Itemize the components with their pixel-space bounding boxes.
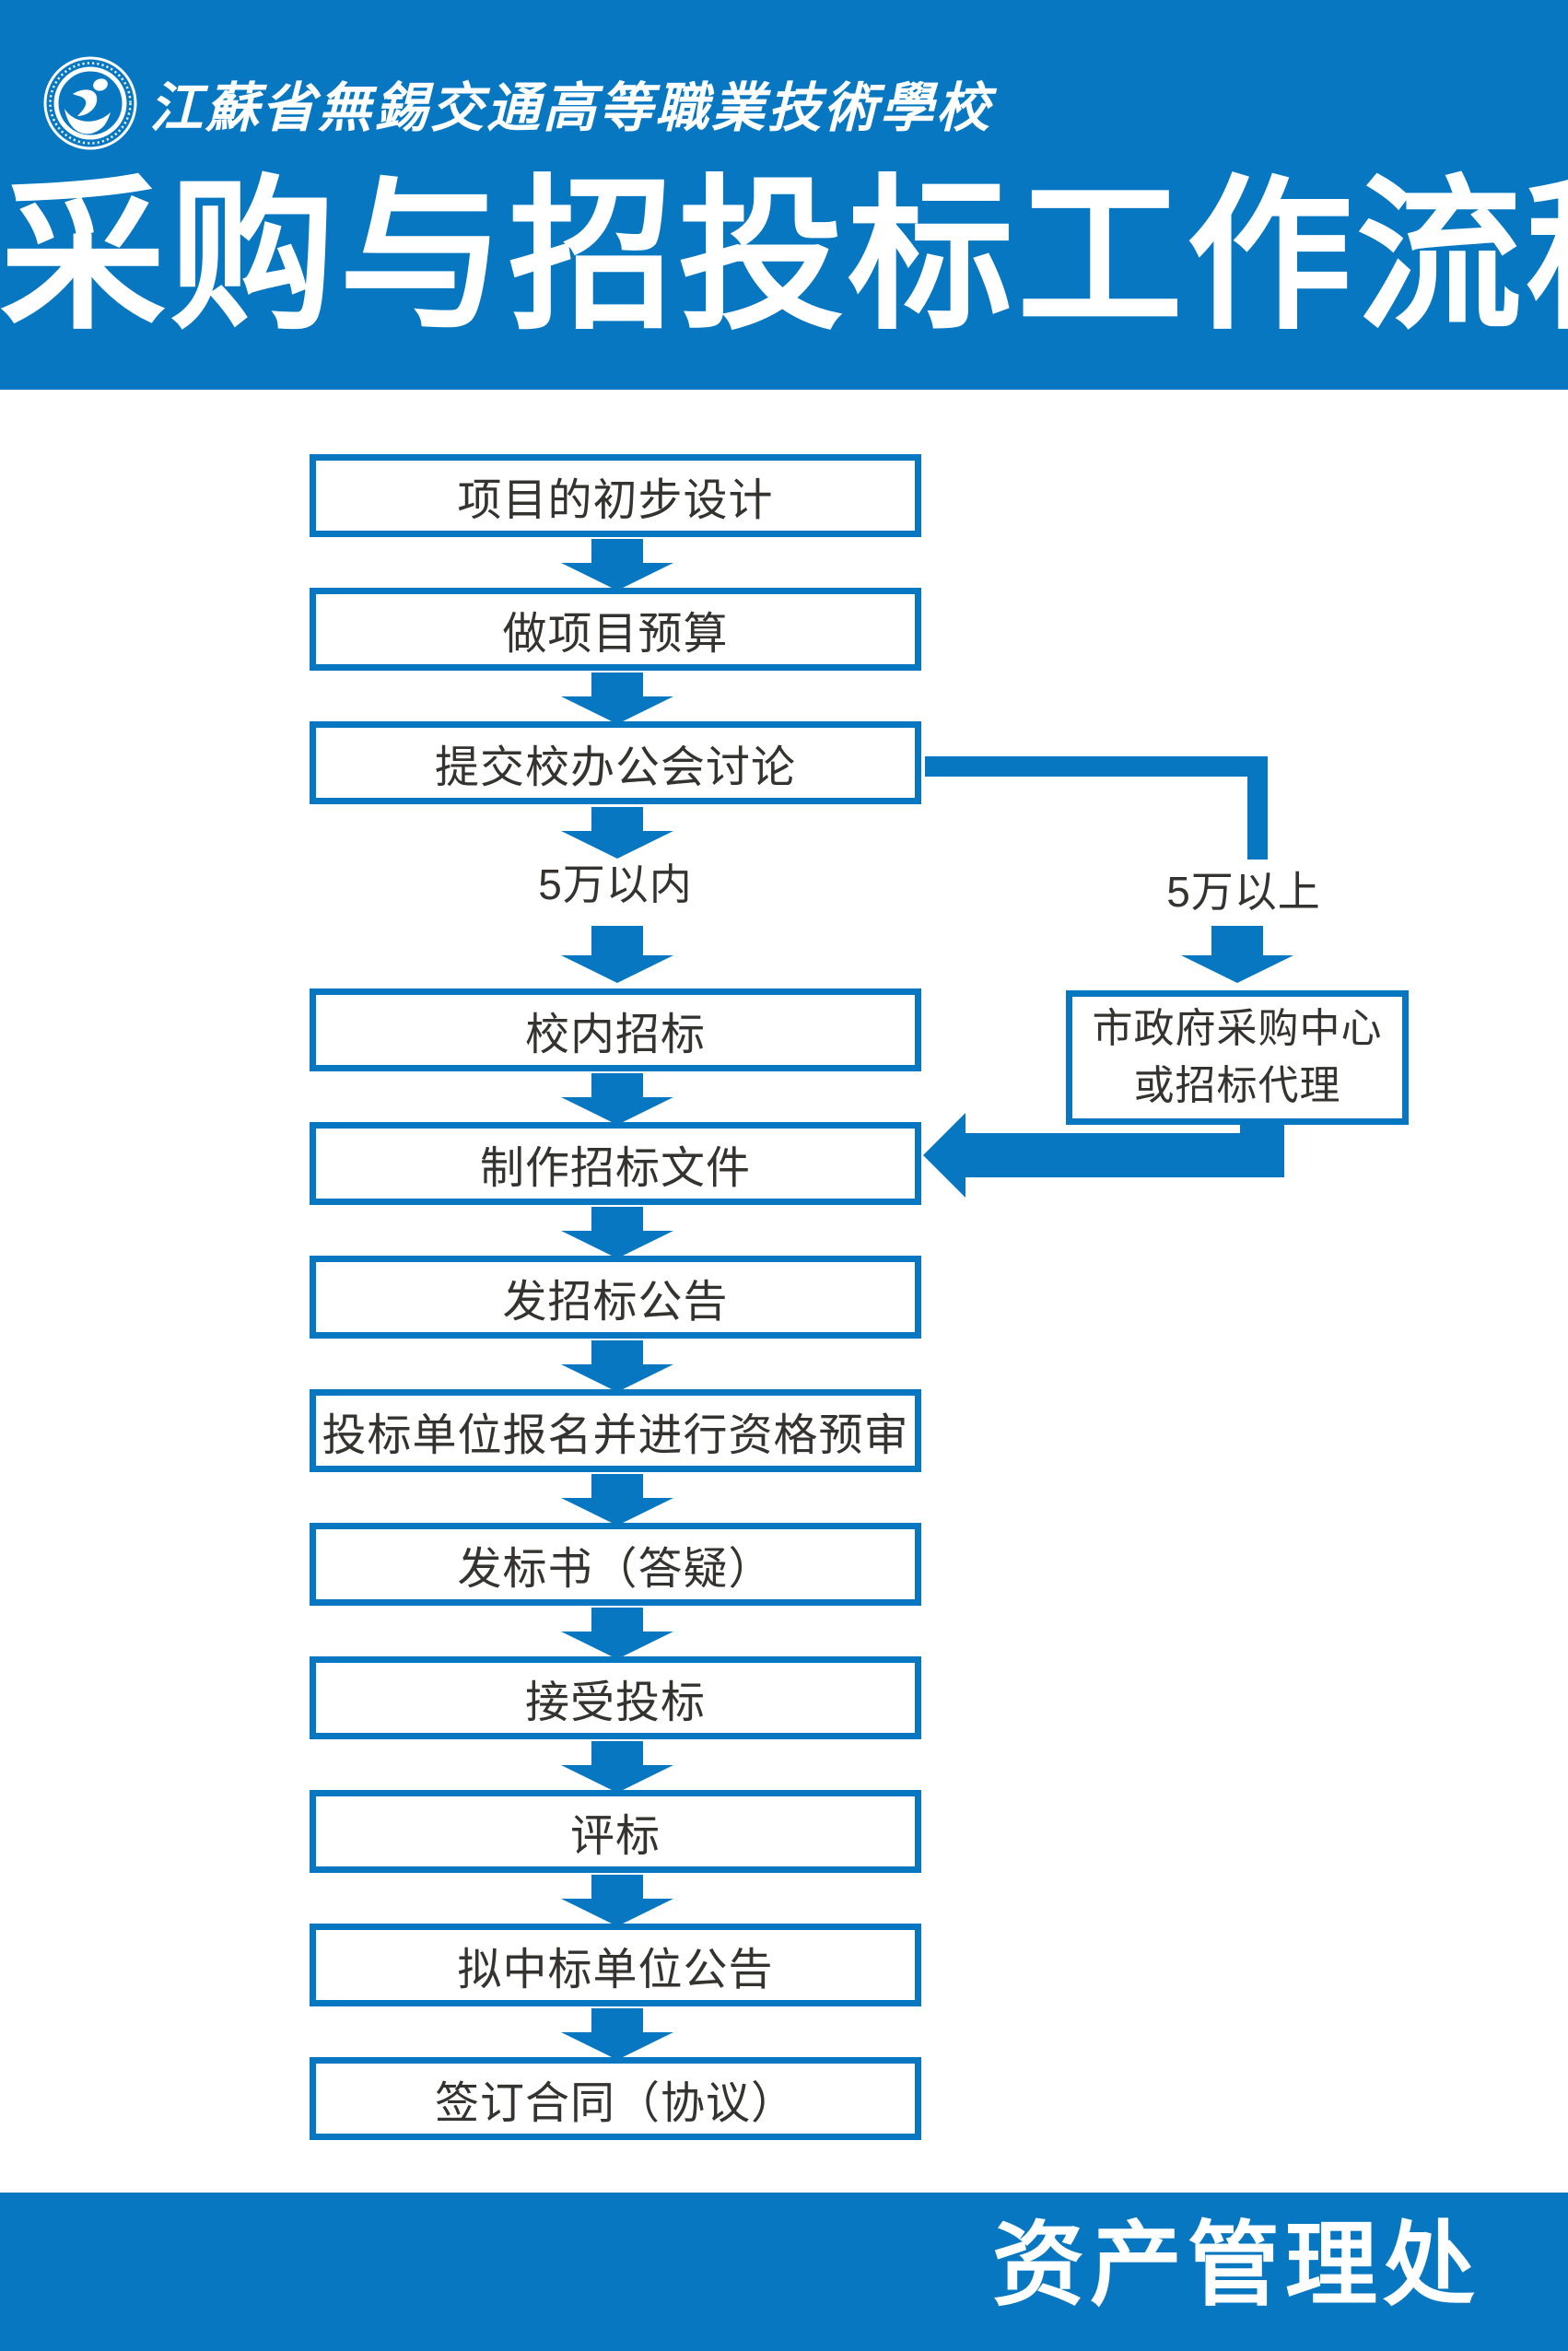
flow-step-sign-contract: 签订合同（协议）	[310, 2057, 921, 2140]
arrow-down-icon	[561, 926, 673, 983]
arrow-down-icon	[561, 1340, 673, 1392]
flow-step-project-budget: 做项目预算	[310, 588, 921, 671]
arrow-down-icon	[561, 1073, 673, 1125]
page-title: 采购与招投标工作流程图	[0, 166, 1568, 349]
elbow-connector-vertical	[1247, 756, 1268, 860]
flow-step-bid-documents: 制作招标文件	[310, 1122, 921, 1205]
flow-step-bid-evaluation: 评标	[310, 1790, 921, 1873]
branch-label-under-50k: 5万以内	[538, 860, 693, 908]
flow-step-preliminary-design: 项目的初步设计	[310, 454, 921, 537]
flow-step-accept-bids: 接受投标	[310, 1656, 921, 1739]
side-box-line2: 或招标代理	[1133, 1063, 1341, 1108]
arrow-down-icon	[561, 1875, 673, 1926]
arrow-down-icon	[561, 1207, 673, 1258]
arrow-down-icon	[561, 673, 673, 724]
school-emblem-icon	[43, 56, 137, 150]
side-box-line1: 市政府采购中心	[1092, 1005, 1383, 1051]
flow-step-office-meeting: 提交校办公会讨论	[310, 721, 921, 804]
header-band: 江蘇省無錫交通高等職業技術學校 采购与招投标工作流程图	[0, 0, 1568, 390]
footer-band	[0, 2193, 1568, 2351]
flow-step-winner-announcement: 拟中标单位公告	[310, 1924, 921, 2006]
flow-step-prequalification: 投标单位报名并进行资格预审	[310, 1389, 921, 1472]
branch-label-over-50k: 5万以上	[1166, 868, 1321, 916]
elbow-connector-horizontal	[925, 756, 1268, 777]
arrow-down-icon	[561, 2008, 673, 2060]
arrow-down-icon	[561, 1608, 673, 1659]
footer-department: 资产管理处	[992, 2215, 1480, 2317]
flow-step-bid-announcement: 发招标公告	[310, 1256, 921, 1339]
l-arrow-horizontal-bar	[965, 1133, 1284, 1177]
arrow-down-icon	[561, 807, 673, 859]
flow-step-gov-procurement-center: 市政府采购中心 或招标代理	[1066, 990, 1409, 1125]
arrow-left-icon	[923, 1113, 965, 1198]
school-name: 江蘇省無錫交通高等職業技術學校	[149, 78, 993, 138]
arrow-down-icon	[1181, 926, 1293, 983]
flow-step-issue-tender: 发标书（答疑）	[310, 1523, 921, 1606]
arrow-down-icon	[561, 1741, 673, 1793]
arrow-down-icon	[561, 1474, 673, 1526]
arrow-down-icon	[561, 539, 673, 591]
flow-step-internal-bidding: 校内招标	[310, 988, 921, 1071]
